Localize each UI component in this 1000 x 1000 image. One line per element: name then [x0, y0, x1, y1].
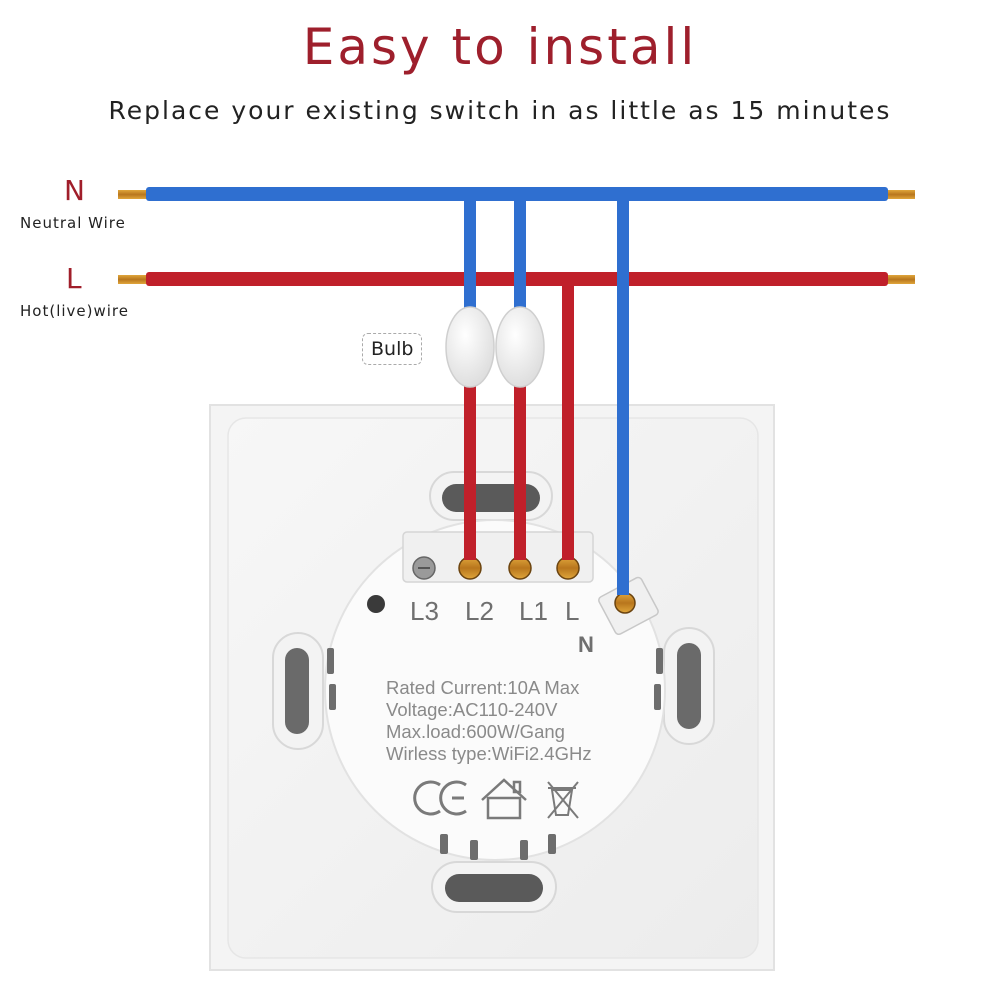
terminal-screws: [412, 556, 636, 614]
switch-module: [324, 519, 666, 861]
house-icon: [481, 778, 527, 820]
neutral-letter: N: [64, 174, 85, 207]
spec-rated-current: Rated Current:10A Max: [386, 677, 580, 698]
neutral-wire-label: Neutral Wire: [20, 214, 126, 232]
live-letter: L: [66, 262, 82, 295]
terminal-label-l: L: [565, 596, 580, 626]
terminal-label-l2: L2: [465, 596, 494, 626]
page-subtitle: Replace your existing switch in as littl…: [108, 96, 892, 125]
bulb-connectors: [445, 306, 545, 388]
weee-crossed-bin-icon: [547, 781, 579, 819]
ce-mark-icon: [413, 780, 467, 816]
branch-wires: [464, 197, 629, 595]
spec-voltage: Voltage:AC110-240V: [386, 699, 558, 720]
terminal-label-l3: L3: [410, 596, 439, 626]
terminal-label-n: N: [578, 632, 594, 657]
spec-wireless: Wirless type:WiFi2.4GHz: [386, 743, 592, 764]
bulb-label: Bulb: [362, 333, 423, 365]
live-wire-label: Hot(live)wire: [20, 302, 129, 320]
spec-max-load: Max.load:600W/Gang: [386, 721, 565, 742]
terminal-label-l1: L1: [519, 596, 548, 626]
page-title: Easy to install: [302, 18, 698, 76]
